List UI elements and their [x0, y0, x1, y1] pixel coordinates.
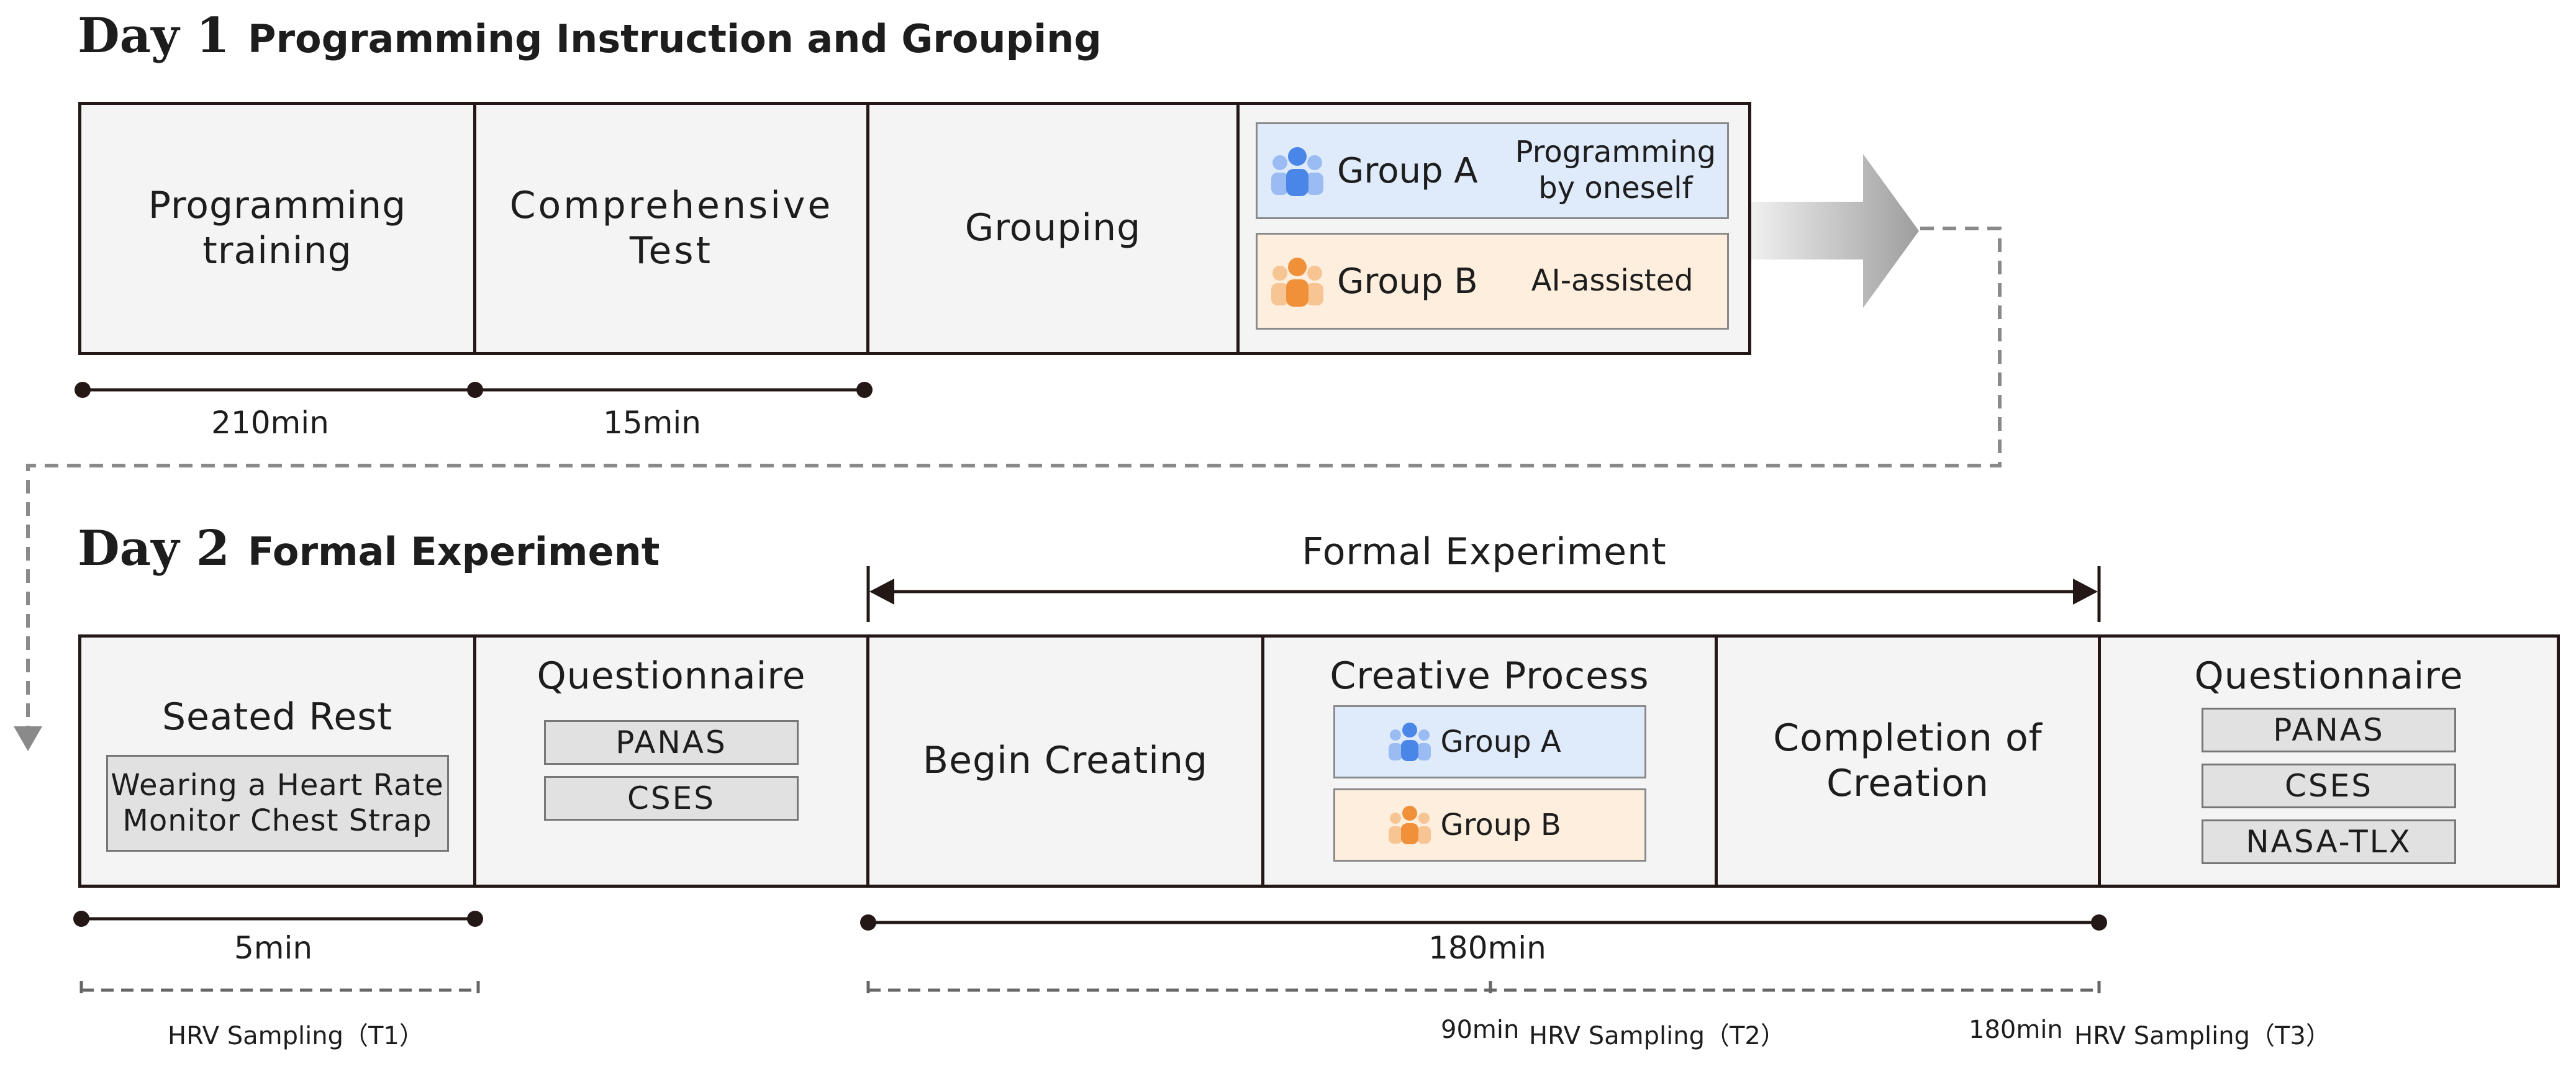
step-label: Creative Process	[1330, 654, 1649, 698]
timeline-dot	[75, 382, 91, 398]
step-seated-rest: Seated Rest Wearing a Heart Rate Monitor…	[81, 638, 476, 885]
big-arrow-icon	[1751, 154, 1919, 308]
step-questionnaire-pre: Questionnaire PANAS CSES	[476, 638, 869, 885]
step-completion-of-creation: Completion of Creation	[1718, 638, 2101, 885]
arrow-down-icon	[14, 726, 42, 751]
day2-label: Day 2	[78, 520, 230, 577]
timeline-dot	[856, 382, 873, 398]
step-label: Comprehensive Test	[509, 183, 833, 273]
step-questionnaire-post: Questionnaire PANAS CSES NASA-TLX	[2101, 638, 2557, 885]
hrv-time-label: 180min	[1969, 1016, 2063, 1044]
duration-label: 15min	[603, 405, 701, 441]
group-a-name: Group A	[1337, 150, 1478, 191]
timeline-dot	[860, 914, 876, 931]
day1-label: Day 1	[78, 7, 230, 64]
group-a-desc: Programming by oneself	[1515, 135, 1717, 205]
group-b-name: Group B	[1440, 808, 1561, 843]
step-comprehensive-test: Comprehensive Test	[476, 105, 869, 352]
hrv-bracket	[866, 981, 2101, 999]
group-assignment-panel: Group A Programming by oneself Group B A…	[1240, 105, 1748, 352]
step-label: Completion of Creation	[1773, 716, 2043, 805]
step-grouping: Grouping	[869, 105, 1240, 352]
questionnaire-item: CSES	[544, 776, 799, 821]
step-begin-creating: Begin Creating	[869, 638, 1264, 885]
hrv-sampling-t2: HRV Sampling（T2）	[1529, 1022, 1785, 1050]
people-icon	[1388, 723, 1431, 762]
day1-title: Programming Instruction and Grouping	[248, 16, 1102, 61]
hrv-sampling-t3: HRV Sampling（T3）	[2074, 1022, 2331, 1050]
timeline-dot	[467, 382, 483, 398]
group-a-card: Group A Programming by oneself	[1256, 122, 1729, 219]
group-a-name: Group A	[1440, 724, 1561, 760]
questionnaire-item: PANAS	[2202, 708, 2456, 753]
people-icon	[1388, 806, 1431, 845]
day1-process-box: Programming training Comprehensive Test …	[78, 102, 1751, 355]
step-programming-training: Programming training	[81, 105, 476, 352]
duration-label: 210min	[211, 405, 329, 441]
questionnaire-item: PANAS	[544, 720, 799, 765]
hrv-bracket	[79, 981, 480, 999]
arrow-left-icon	[869, 579, 894, 605]
questionnaire-item: NASA-TLX	[2202, 819, 2456, 865]
day2-header: Day 2 Formal Experiment	[78, 520, 660, 577]
duration-label: 5min	[234, 930, 313, 966]
step-label: Seated Rest	[161, 695, 393, 739]
group-b-card: Group B AI-assisted	[1256, 233, 1729, 330]
arrow-right-icon	[2073, 579, 2098, 605]
dashed-connector	[26, 227, 2002, 733]
group-b-card: Group B	[1333, 788, 1646, 862]
people-icon	[1271, 147, 1323, 196]
step-label: Begin Creating	[922, 739, 1209, 783]
step-label: Questionnaire	[2194, 654, 2464, 698]
timeline-dot	[2091, 914, 2107, 931]
group-b-desc: AI-assisted	[1531, 263, 1694, 299]
duration-label: 180min	[1428, 930, 1546, 966]
step-label: Questionnaire	[537, 654, 806, 698]
questionnaire-item: CSES	[2202, 764, 2456, 809]
step-creative-process: Creative Process Group A Group B	[1264, 638, 1718, 885]
people-icon	[1271, 258, 1323, 307]
group-b-name: Group B	[1337, 261, 1478, 302]
step-label: Programming training	[148, 183, 407, 273]
formal-experiment-span-label: Formal Experiment	[1302, 530, 1667, 574]
day2-title: Formal Experiment	[248, 529, 660, 574]
heart-rate-strap-note: Wearing a Heart Rate Monitor Chest Strap	[106, 755, 449, 852]
hrv-time-label: 90min	[1441, 1016, 1520, 1044]
day2-process-box: Seated Rest Wearing a Heart Rate Monitor…	[78, 634, 2560, 888]
hrv-sampling-t1: HRV Sampling（T1）	[168, 1022, 424, 1050]
timeline-dot	[73, 911, 89, 927]
timeline-dot	[467, 911, 483, 927]
step-label: Grouping	[964, 206, 1141, 250]
group-a-card: Group A	[1333, 705, 1646, 779]
day1-header: Day 1 Programming Instruction and Groupi…	[78, 7, 1102, 64]
